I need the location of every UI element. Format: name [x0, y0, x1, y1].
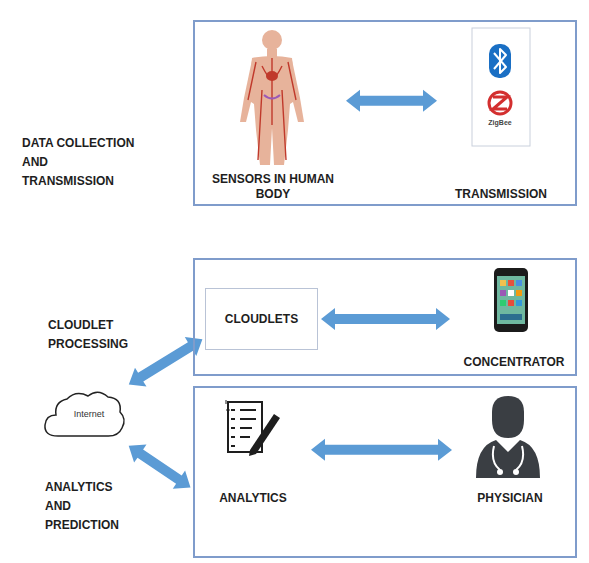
wireless-icons: [472, 28, 530, 146]
logo-text: ZigBee: [470, 119, 530, 126]
layer-heading: ANALYTICS AND PREDICTION: [45, 478, 137, 536]
node-label: TRANSMISSION: [440, 187, 562, 202]
node-label: CLOUDLETS: [225, 312, 298, 327]
phone-icon: [494, 268, 528, 332]
analytics-node: ANALYTICS: [198, 396, 308, 508]
layer-heading: DATA COLLECTION AND TRANSMISSION: [22, 134, 140, 192]
human-body-figure: [240, 30, 304, 165]
layer-band: ANALYTICS AND PREDICTIONANALYTICSPHYSICI…: [193, 386, 577, 558]
layer-heading: CLOUDLET PROCESSING: [48, 316, 160, 354]
sensor-node: SENSORS IN HUMAN BODY: [203, 26, 343, 204]
cloudlet-box: CLOUDLETS: [205, 288, 318, 350]
physician-icon: [476, 396, 540, 478]
internet-cloud: Internet: [40, 386, 138, 444]
double-arrow: [321, 308, 450, 330]
double-arrow: [129, 444, 191, 488]
node-label: SENSORS IN HUMAN BODY: [203, 172, 343, 202]
double-arrow: [129, 337, 203, 386]
physician-node: PHYSICIAN: [455, 394, 565, 508]
layer-band: DATA COLLECTION AND TRANSMISSIONSENSORS …: [193, 20, 577, 206]
transmission-node: TRANSMISSION: [440, 26, 562, 204]
double-arrow: [346, 90, 437, 112]
node-label: ANALYTICS: [198, 491, 308, 506]
node-label: PHYSICIAN: [455, 491, 565, 506]
analytics-icon: [226, 400, 280, 456]
node-label: CONCENTRATOR: [453, 355, 575, 370]
node-label: Internet: [40, 409, 138, 420]
double-arrow: [311, 439, 452, 461]
concentrator-node: CONCENTRATOR: [453, 266, 575, 372]
layer-band: CLOUDLET PROCESSINGCLOUDLETSCONCENTRATOR: [193, 258, 577, 376]
